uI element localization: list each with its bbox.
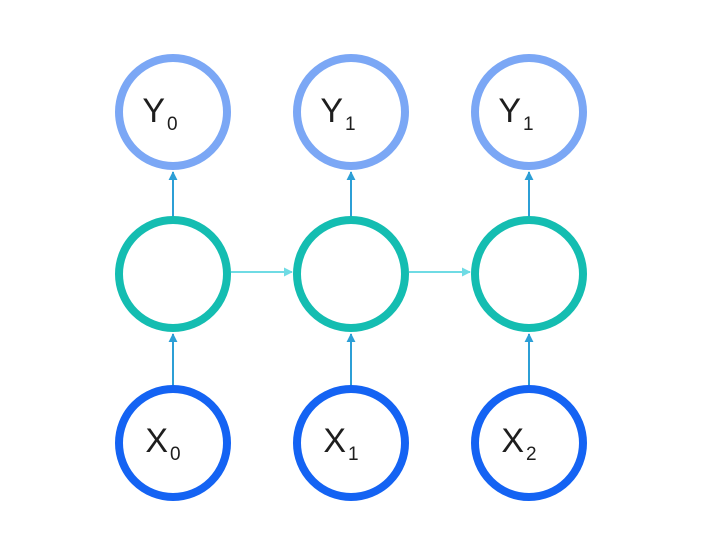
input-node-2-letter: X xyxy=(501,422,524,460)
input-node-2-circle xyxy=(471,385,587,501)
input-node-2-subscript: 2 xyxy=(526,444,537,465)
input-node-0-subscript: 0 xyxy=(170,444,181,465)
output-node-1-subscript: 1 xyxy=(345,114,356,135)
output-node-0-letter: Y xyxy=(142,92,165,130)
output-node-2-letter: Y xyxy=(498,92,521,130)
output-node-0-subscript: 0 xyxy=(167,114,178,135)
output-node-1-letter: Y xyxy=(320,92,343,130)
input-node-1-subscript: 1 xyxy=(348,444,359,465)
input-node-1-circle xyxy=(293,385,409,501)
output-node-0-circle xyxy=(115,54,231,170)
output-node-2-circle xyxy=(471,54,587,170)
input-node-0-letter: X xyxy=(145,422,168,460)
hidden-node-2 xyxy=(471,216,587,332)
output-node-1-circle xyxy=(293,54,409,170)
hidden-node-1 xyxy=(293,216,409,332)
input-node-0-circle xyxy=(115,385,231,501)
output-node-2-subscript: 1 xyxy=(523,114,534,135)
hidden-node-0 xyxy=(115,216,231,332)
input-node-1-letter: X xyxy=(323,422,346,460)
